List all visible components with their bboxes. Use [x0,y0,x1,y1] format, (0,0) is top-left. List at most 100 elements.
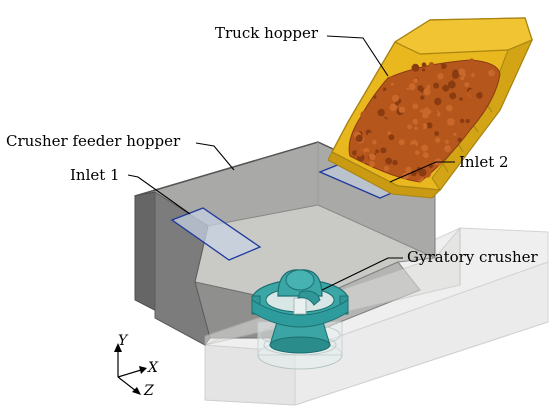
ore-particle [401,87,408,94]
ore-particle [406,119,413,126]
ore-particle [386,100,392,106]
ore-particle [434,131,440,137]
ore-particle [423,87,431,96]
ore-particle [392,159,398,166]
ore-particle [473,108,480,116]
ore-particle [442,68,446,73]
ore-particle [387,131,392,135]
truck-hopper-label: Truck hopper [215,24,319,42]
ore-particle [403,156,409,162]
ore-particle [360,111,369,119]
inlet-2-leader [389,161,455,183]
crusher-feeder-hopper-leader [195,142,235,171]
ore-particle [388,134,395,141]
ore-particle [428,61,435,68]
ore-particle [434,97,442,106]
ore-particle [380,147,387,154]
inlet-1-leader [127,174,191,215]
ore-particle [421,71,429,79]
ore-particle [389,103,398,112]
inlet-1-label: Inlet 1 [70,166,120,184]
ore-particle [444,139,449,144]
ore-particle [368,132,372,137]
ore-particle [364,121,372,129]
ore-particle [442,84,450,92]
ore-particle [377,108,385,117]
ore-particle [474,64,480,70]
ore-particle [399,150,405,156]
ore-particle [375,135,380,140]
ore-particle [444,145,452,153]
ore-particle [436,64,442,69]
ore-particle [458,68,466,76]
ore-particle [422,152,429,159]
ore-particle [411,63,420,72]
ore-particle [451,125,456,130]
ore-particle [447,118,455,126]
ore-particle [391,94,400,102]
ore-particle [452,69,459,77]
ore-particle [450,136,458,145]
ore-particle [413,77,419,84]
ore-particle [449,92,457,100]
ore-particle [405,166,412,174]
axis-x-label: X [147,360,159,376]
ore-particle [418,168,427,177]
gyratory-crusher [251,269,349,370]
ore-particle [385,157,393,165]
ore-particle [378,127,385,134]
ore-particles [352,58,495,183]
ore-particle [440,63,447,70]
ore-particle [378,119,386,128]
ore-particle [459,97,463,101]
ore-particle [369,161,375,167]
ore-particle [469,58,475,64]
ore-particle [378,100,383,105]
ore-particle [418,139,425,145]
ore-particle [365,151,370,157]
inlet-1-region [170,207,262,261]
ore-particle [463,63,469,70]
ore-particle [437,73,444,80]
ore-particle [382,152,387,157]
ore-particle [460,76,465,81]
gyratory-crusher-leader [321,257,403,291]
ore-particle [410,144,417,152]
ore-particle [426,84,431,89]
ore-particle [414,150,420,156]
ore-particle [447,80,456,89]
ore-particle [478,92,482,96]
ore-particle [464,100,470,106]
truck-hopper-leader [326,35,389,77]
gyratory-crusher-label: Gyratory crusher [407,248,539,266]
ore-particle [453,132,457,136]
ore-particle [433,82,440,89]
ore-particle [421,144,429,152]
ore-particle [378,92,386,100]
axis-z-label: Z [143,383,154,399]
ore-particle [437,105,445,113]
ore-particle [398,139,405,146]
ore-particle [464,82,470,88]
ore-particle [446,104,453,112]
inlet-2-label: Inlet 2 [459,153,509,171]
ore-particle [372,140,377,145]
crusher-feeder-hopper-label: Crusher feeder hopper [6,132,181,150]
ore-particle [383,165,390,172]
ore-particle [414,126,418,130]
ore-particle [356,149,363,157]
ore-particle [408,83,416,91]
axis-triad: Y X Z [114,333,159,399]
ore-particle [390,82,394,86]
ore-particle [417,111,423,117]
ore-particle [435,137,441,143]
ore-particle [379,162,384,167]
ore-particle [373,95,377,99]
ore-particle [417,123,424,130]
ore-particle [412,118,418,125]
ore-particle [420,95,425,100]
ore-particle [412,103,419,110]
ore-particle [477,68,482,72]
ore-particle [407,124,413,130]
